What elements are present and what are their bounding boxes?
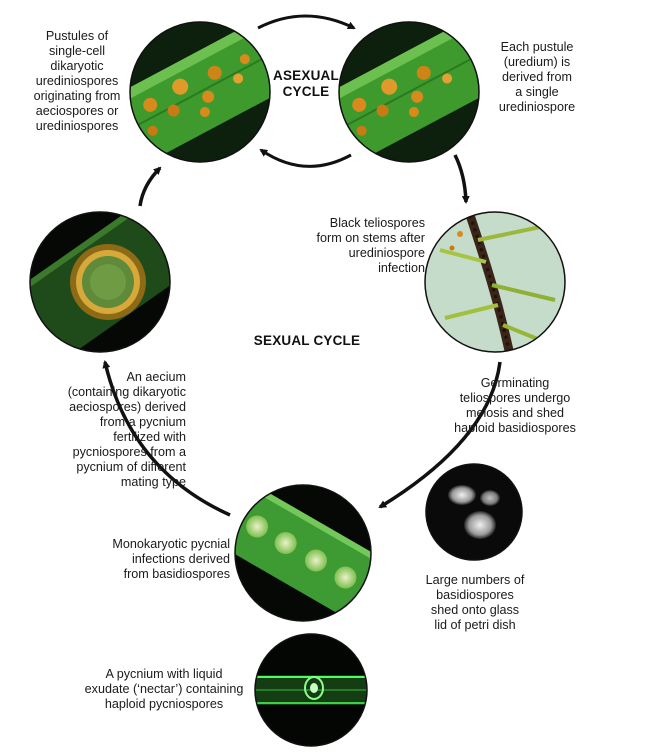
- label-line: Monokaryotic pycnial: [112, 537, 230, 551]
- label-line: aeciospores or: [35, 104, 119, 118]
- label-line: lid of petri dish: [434, 618, 516, 632]
- asexual-title-line: CYCLE: [282, 84, 330, 99]
- label-line: single-cell: [49, 44, 105, 58]
- sexual-cycle-title: SEXUAL CYCLE: [253, 333, 361, 348]
- pycnium-label: A pycnium with liquid exudate (‘nectar’)…: [74, 667, 254, 712]
- label-line: mating type: [120, 475, 186, 489]
- label-line: Black teliospores: [329, 216, 425, 230]
- basidiospores-dish-label: Large numbers of basidiospores shed onto…: [405, 573, 545, 633]
- label-line: from basidiospores: [123, 567, 230, 581]
- arrow-pycnial-to-aecium: [102, 360, 231, 517]
- basidiospores-dish-image: [426, 464, 522, 560]
- label-line: pycniospores from a: [72, 445, 186, 459]
- teliospores-label: Black teliospores form on stems after ur…: [300, 216, 425, 276]
- monokaryotic-label: Monokaryotic pycnial infections derived …: [80, 537, 230, 582]
- arrow-aecium-to-pustules: [138, 166, 162, 207]
- teliospores-circle-border: [424, 211, 566, 353]
- label-line: urediniospore: [348, 246, 425, 260]
- aecium-image: [30, 212, 170, 352]
- label-line: urediniospores: [35, 119, 119, 133]
- label-line: A pycnium with liquid: [105, 667, 223, 681]
- arrow-teliospores-to-pycnial: [378, 361, 502, 509]
- label-line: urediniospores: [35, 74, 119, 88]
- uredium-label: Each pustule (uredium) is derived from a…: [482, 40, 592, 115]
- label-line: shed onto glass: [430, 603, 520, 617]
- label-line: aeciospores) derived: [69, 400, 186, 414]
- asexual-title-line: ASEXUAL: [273, 68, 339, 83]
- pustules-label: Pustules of single-cell dikaryotic uredi…: [12, 29, 142, 134]
- teliospores-stem-image: [425, 212, 565, 352]
- label-line: (containing dikaryotic: [67, 385, 186, 399]
- uredium-circle-border: [338, 21, 480, 163]
- label-line: form on stems after: [316, 231, 425, 245]
- aecium-label: An aecium (containing dikaryotic aeciosp…: [40, 370, 186, 490]
- label-line: haploid pycniospores: [104, 697, 224, 711]
- pycnial-infections-image: [235, 485, 371, 621]
- aecium-circle-border: [29, 211, 171, 353]
- label-line: fertilized with: [113, 430, 186, 444]
- label-line: pycnium of different: [76, 460, 186, 474]
- label-line: An aecium: [126, 370, 186, 384]
- label-line: Each pustule: [500, 40, 574, 54]
- asexual-arrow-top: [257, 14, 356, 30]
- asexual-arrow-bottom: [259, 148, 352, 168]
- pycnium-nectar-image: [255, 634, 367, 746]
- label-line: exudate (‘nectar’) containing: [84, 682, 244, 696]
- label-line: basidiospores: [436, 588, 514, 602]
- label-line: Germinating: [480, 376, 550, 390]
- label-line: meiosis and shed: [465, 406, 564, 420]
- pycnial-circle-border: [234, 484, 372, 622]
- arrow-uredium-to-teliospores: [453, 154, 470, 204]
- asexual-cycle-title: ASEXUAL CYCLE: [270, 68, 342, 100]
- label-line: a single: [515, 85, 559, 99]
- label-line: originating from: [33, 89, 121, 103]
- label-line: derived from: [502, 70, 572, 84]
- pycnium-circle-border: [254, 633, 368, 747]
- label-line: Large numbers of: [425, 573, 525, 587]
- label-line: Pustules of: [45, 29, 109, 43]
- label-line: infections derived: [131, 552, 230, 566]
- label-line: (uredium) is: [503, 55, 571, 69]
- basidiospores-circle-border: [425, 463, 523, 561]
- germinating-label: Germinating teliospores undergo meiosis …: [440, 376, 590, 436]
- label-line: haploid basidiospores: [454, 421, 576, 435]
- label-line: from a pycnium: [99, 415, 186, 429]
- label-line: dikaryotic: [50, 59, 104, 73]
- label-line: urediniospore: [498, 100, 576, 114]
- label-line: infection: [378, 261, 425, 275]
- pustules-circle-border: [129, 21, 271, 163]
- label-line: teliospores undergo: [459, 391, 571, 405]
